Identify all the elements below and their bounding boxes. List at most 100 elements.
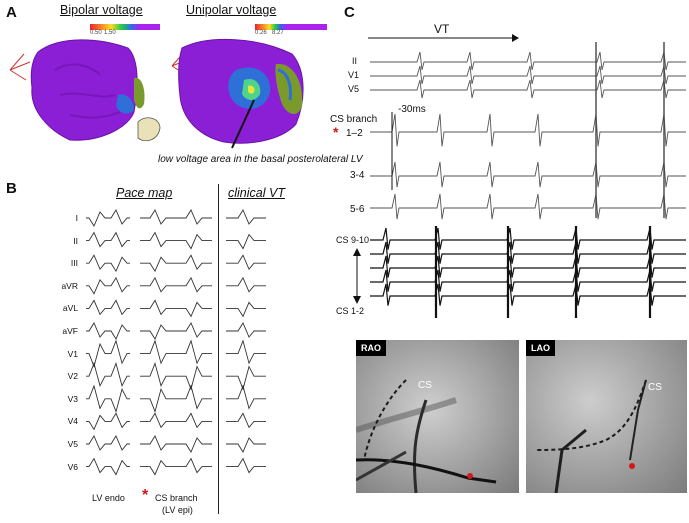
- cs-branch-trace: [370, 113, 686, 147]
- panel-b-divider: [218, 184, 219, 514]
- lead-label-v5: V5: [67, 439, 78, 449]
- ecg-trace: [140, 231, 212, 250]
- ecg-trace: [140, 254, 212, 273]
- lead-label-iii: III: [70, 258, 78, 269]
- cs-branch-lead-12: 1–2: [346, 128, 363, 139]
- bipolar-scale-high: 1.50: [104, 30, 116, 36]
- ecg-trace: [86, 339, 130, 368]
- rao-cs-label: CS: [418, 380, 432, 391]
- cs-branch-trace: [370, 193, 686, 220]
- unipolar-voltage-title: Unipolar voltage: [186, 3, 277, 17]
- ecg-trace: [226, 301, 266, 318]
- ecg-trace: [86, 231, 130, 248]
- ecg-trace: [226, 384, 266, 410]
- vt-arrow: [368, 34, 519, 42]
- panel-b-letter: B: [6, 180, 17, 197]
- bipolar-scale-low: 0.50: [90, 30, 102, 36]
- ecg-trace: [226, 457, 266, 474]
- ecg-trace: [226, 437, 266, 453]
- panel-a-letter: A: [6, 4, 17, 21]
- ecg-trace: [86, 361, 130, 388]
- ecg-trace: [140, 435, 212, 453]
- unipolar-voltage-map: [171, 39, 304, 149]
- lv-endo-label: LV endo: [92, 493, 125, 503]
- lead-label-v3: V3: [67, 393, 78, 404]
- low-voltage-caption: low voltage area in the basal posterolat…: [158, 154, 363, 165]
- ecg-trace: [226, 365, 266, 391]
- ecg-trace: [140, 322, 212, 340]
- cs-1-2-label: CS 1-2: [336, 306, 365, 316]
- ecg-trace: [140, 276, 212, 293]
- cs-trace: [370, 283, 686, 306]
- cs-branch-star-icon-c: *: [333, 124, 339, 140]
- cs-trace: [370, 227, 686, 250]
- bipolar-voltage-map: [9, 39, 161, 142]
- axis-triad-icon: [9, 53, 31, 81]
- ecg-trace: [86, 384, 130, 414]
- unipolar-color-scale: [255, 24, 327, 30]
- lv-epi-label: (LV epi): [162, 505, 193, 515]
- ecg-trace: [140, 384, 212, 414]
- bipolar-voltage-title: Bipolar voltage: [60, 3, 143, 17]
- ecg-trace: [86, 412, 130, 431]
- lead-label-avl: aVL: [62, 303, 78, 314]
- clinical-vt-title: clinical VT: [228, 186, 285, 200]
- cs-trace: [370, 241, 686, 264]
- surface-ecg-trace: [370, 65, 686, 85]
- ecg-trace: [140, 361, 212, 391]
- lead-label-v4: V4: [67, 416, 78, 427]
- ecg-trace: [86, 322, 130, 340]
- cs-branch-label-c: CS branch: [330, 114, 378, 125]
- interval-label: -30ms: [398, 104, 426, 115]
- ecg-trace: [140, 299, 212, 318]
- rao-fluoro-image: RAO CS: [356, 340, 519, 493]
- surface-lead-v1: V1: [348, 70, 360, 80]
- rao-view-tag: RAO: [356, 340, 386, 356]
- ecg-trace: [140, 339, 212, 365]
- cs-branch-star-icon: *: [142, 487, 149, 504]
- cs-branch-lead-34: 3-4: [350, 170, 365, 181]
- lead-label-v6: V6: [67, 461, 78, 472]
- ecg-trace: [86, 254, 130, 273]
- pace-map-title: Pace map: [116, 186, 173, 200]
- ecg-trace: [140, 457, 212, 476]
- surface-ecg-trace: [370, 79, 686, 99]
- surface-lead-v5: V5: [348, 84, 360, 94]
- ecg-trace: [86, 209, 130, 227]
- lao-cs-label: CS: [648, 382, 662, 393]
- unipolar-scale-high: 8.27: [272, 30, 284, 36]
- ecg-trace: [226, 233, 266, 250]
- ecg-trace: [226, 412, 266, 429]
- ecg-trace: [226, 322, 266, 338]
- ecg-trace: [226, 339, 266, 365]
- cs-9-10-label: CS 9-10: [336, 235, 370, 245]
- ecg-trace: [86, 299, 130, 316]
- cs-trace: [370, 255, 686, 278]
- panel-c-letter: C: [344, 4, 355, 21]
- ecg-trace: [86, 457, 130, 476]
- lead-label-ii: II: [73, 235, 78, 246]
- ecg-trace: [140, 412, 212, 429]
- cs-trace: [370, 269, 686, 292]
- bipolar-color-scale: [90, 24, 160, 30]
- unipolar-scale-low: 0.26: [255, 30, 267, 36]
- pace-map-ecg: [86, 209, 266, 476]
- vt-label: VT: [434, 22, 450, 36]
- lao-view-tag: LAO: [526, 340, 555, 356]
- ecg-trace: [86, 276, 130, 295]
- heart-orientation-icon: [137, 117, 161, 142]
- ecg-trace: [140, 209, 212, 225]
- surface-lead-ii: II: [352, 56, 358, 66]
- ecg-trace: [226, 209, 266, 225]
- cs-branch-label-b: CS branch: [155, 493, 198, 503]
- ecg-trace: [86, 435, 130, 451]
- ecg-trace: [226, 276, 266, 293]
- lead-label-v2: V2: [67, 371, 78, 382]
- cs-branch-lead-56: 5-6: [350, 204, 365, 215]
- lead-label-i: I: [75, 213, 78, 223]
- lead-label-avr: aVR: [61, 280, 78, 291]
- cs-branch-trace: [370, 161, 686, 188]
- lead-label-avf: aVF: [62, 326, 78, 336]
